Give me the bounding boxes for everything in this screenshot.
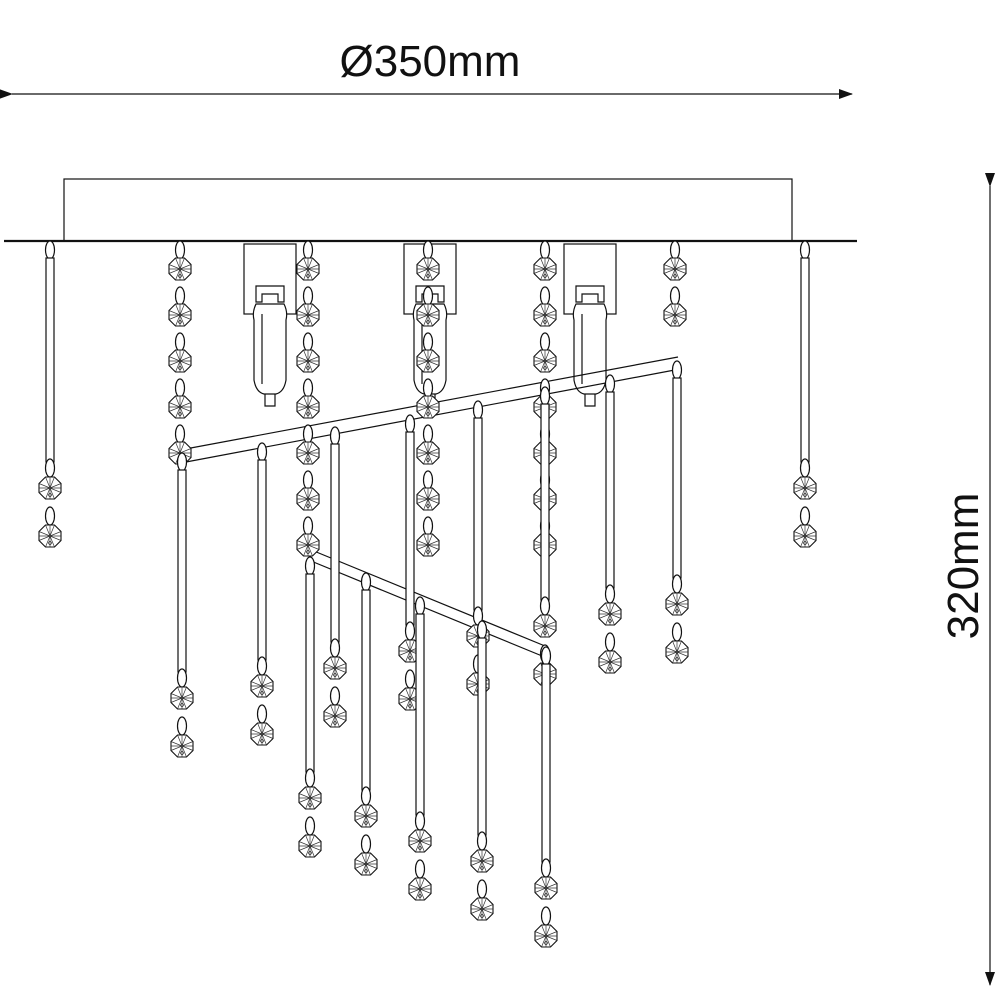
cross-bar-lower (308, 548, 546, 647)
pendant-15 (665, 360, 689, 664)
pendant-1 (38, 240, 62, 548)
pendant-8 (170, 452, 194, 758)
height-dimension: 320mm (939, 173, 995, 986)
width-dimension: Ø350mm (0, 37, 853, 99)
bulb-1 (243, 243, 297, 407)
pendant-10 (323, 426, 347, 728)
pendant-group (38, 240, 817, 948)
width-label: Ø350mm (340, 37, 521, 86)
pendant-9 (250, 442, 274, 746)
canopy-box (63, 178, 793, 242)
pendant-4 (296, 240, 320, 557)
pendant-18 (408, 596, 432, 901)
pendant-2 (793, 240, 817, 548)
pendant-19 (470, 620, 494, 921)
pendant-14 (598, 374, 622, 674)
pendant-7 (663, 240, 687, 327)
pendant-20 (534, 646, 558, 948)
pendant-11 (398, 414, 422, 711)
pendant-13 (533, 386, 557, 686)
ceiling-canopy (4, 178, 857, 243)
height-label: 320mm (939, 493, 988, 640)
pendant-5 (416, 240, 440, 557)
cross-bar-lower-bottom-edge (310, 560, 548, 659)
pendant-17 (354, 572, 378, 876)
pendant-16 (298, 556, 322, 858)
pendant-3 (168, 240, 192, 465)
